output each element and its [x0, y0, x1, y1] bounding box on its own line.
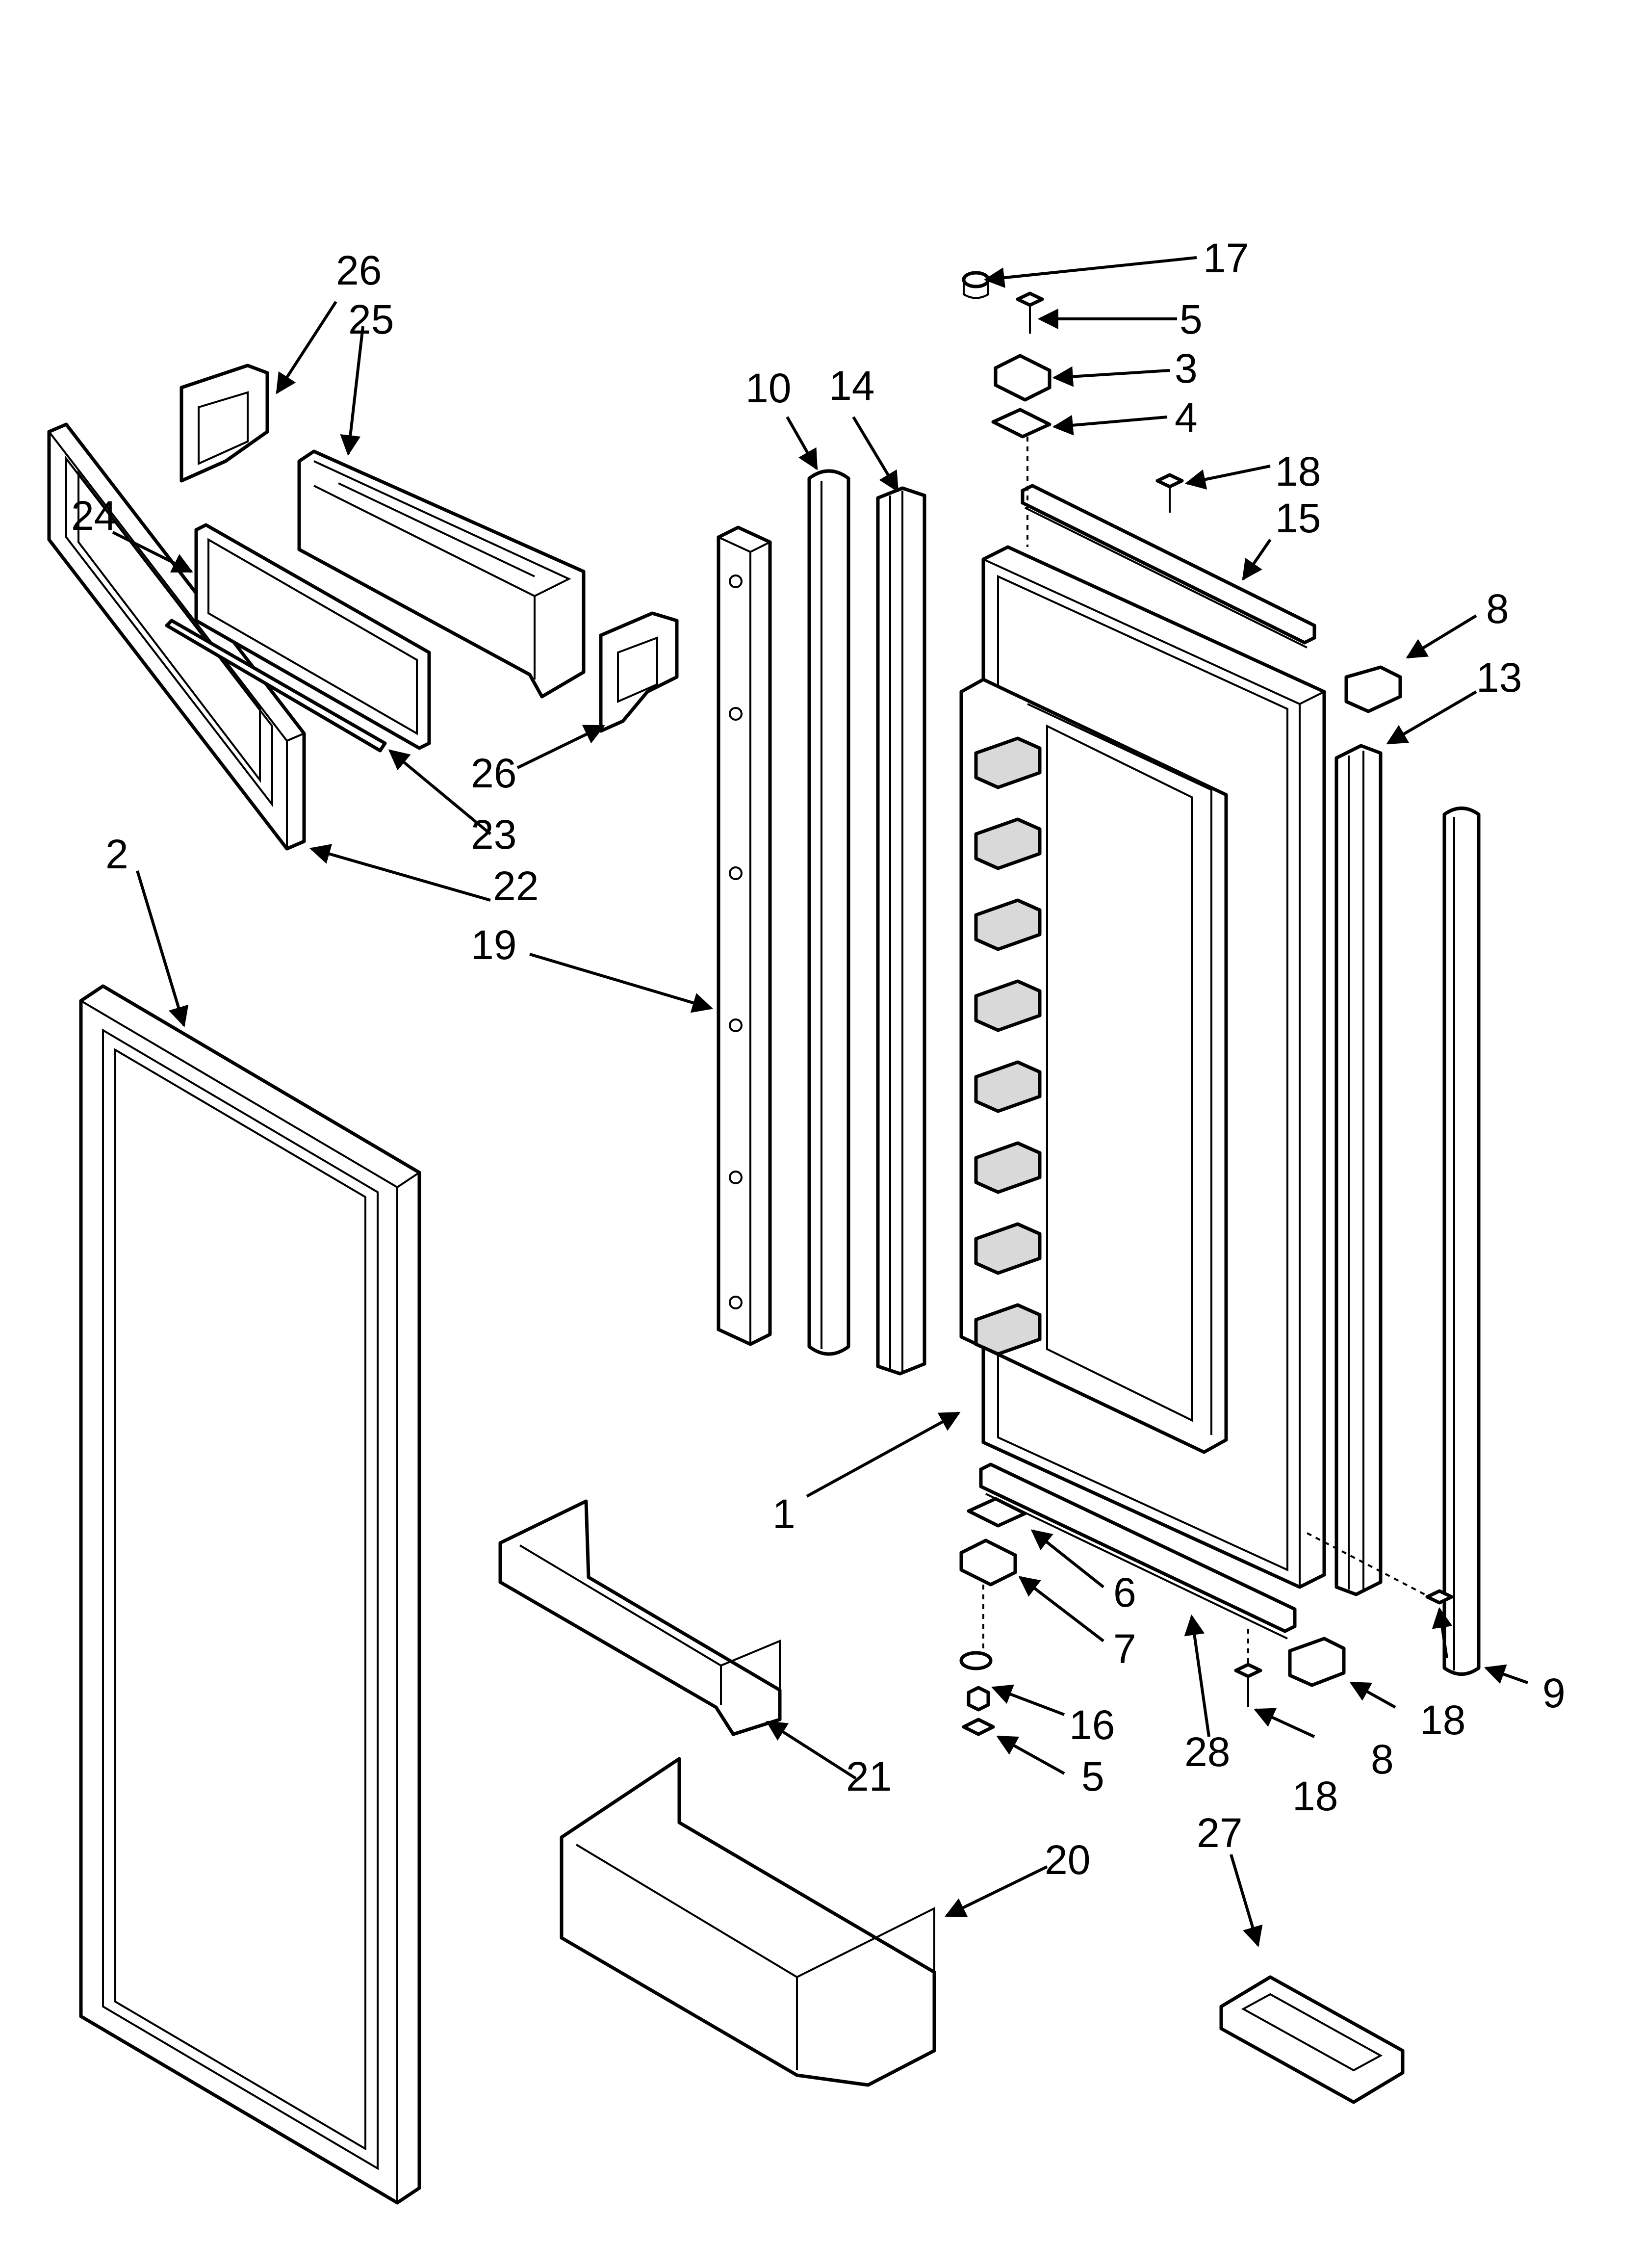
callout-6: 6	[1113, 1569, 1136, 1616]
part-vertical-channel-left	[876, 486, 926, 1376]
callout-8-top: 8	[1486, 586, 1509, 632]
callout-7: 7	[1113, 1626, 1136, 1672]
callout-26-bottom: 26	[471, 750, 516, 796]
callout-25: 25	[348, 296, 394, 342]
leader-lines	[112, 256, 1528, 1948]
callout-1: 1	[772, 1491, 795, 1537]
callout-26-top: 26	[336, 247, 382, 293]
callout-3: 3	[1175, 345, 1198, 391]
part-dairy-bracket-bottom	[599, 611, 679, 733]
part-dairy-bracket-top	[180, 364, 269, 483]
callout-18-bottom: 18	[1292, 1773, 1338, 1819]
callout-19: 19	[471, 922, 516, 968]
callout-18-top: 18	[1275, 448, 1321, 495]
part-bottom-hinge-assembly	[959, 1497, 1027, 1736]
callout-10: 10	[745, 365, 791, 411]
part-top-channel	[1021, 484, 1316, 649]
part-handle-trim-right	[1442, 807, 1481, 1676]
part-door-gasket	[79, 984, 421, 2205]
callout-21: 21	[846, 1753, 892, 1799]
callout-8-bottom: 8	[1371, 1736, 1394, 1782]
part-dairy-frame	[194, 523, 431, 750]
part-seal-strip	[165, 619, 387, 753]
callout-14: 14	[829, 363, 874, 409]
callout-13: 13	[1476, 654, 1522, 701]
callout-23: 23	[471, 811, 516, 858]
part-hinge-side-bracket	[717, 525, 772, 1346]
callout-labels: 17 5 3 4 18 15 8 13 9 18 8 18 28 6 7 16 …	[71, 235, 1565, 1883]
part-top-hinge-assembly	[962, 271, 1052, 547]
part-vertical-channel-right	[1334, 744, 1383, 1596]
part-handle-trim	[807, 469, 850, 1356]
part-door-bin-small	[498, 1499, 782, 1736]
part-small-tray	[1219, 1975, 1405, 2104]
part-bottom-channel	[979, 1462, 1297, 1640]
callout-15: 15	[1275, 495, 1321, 541]
callout-18-right: 18	[1420, 1697, 1465, 1743]
part-door-bin-large	[560, 1757, 936, 2087]
door-shelf-supports	[974, 736, 1042, 1356]
callout-16: 16	[1069, 1702, 1115, 1748]
callout-24: 24	[71, 493, 117, 539]
callout-22: 22	[493, 863, 539, 909]
part-dairy-door	[47, 422, 306, 851]
part-end-cap-top	[1344, 665, 1402, 713]
callout-9: 9	[1542, 1670, 1565, 1716]
part-dairy-bin	[297, 449, 586, 699]
callout-20: 20	[1045, 1837, 1090, 1883]
callout-5-top: 5	[1180, 296, 1203, 342]
callout-2: 2	[105, 831, 128, 877]
part-screws	[1155, 473, 1454, 1707]
callout-4: 4	[1175, 394, 1198, 441]
callout-5-bottom: 5	[1081, 1753, 1104, 1799]
part-end-cap-bottom	[1288, 1637, 1346, 1687]
callout-27: 27	[1197, 1810, 1242, 1856]
callout-28: 28	[1184, 1729, 1230, 1775]
callout-17: 17	[1203, 235, 1249, 281]
